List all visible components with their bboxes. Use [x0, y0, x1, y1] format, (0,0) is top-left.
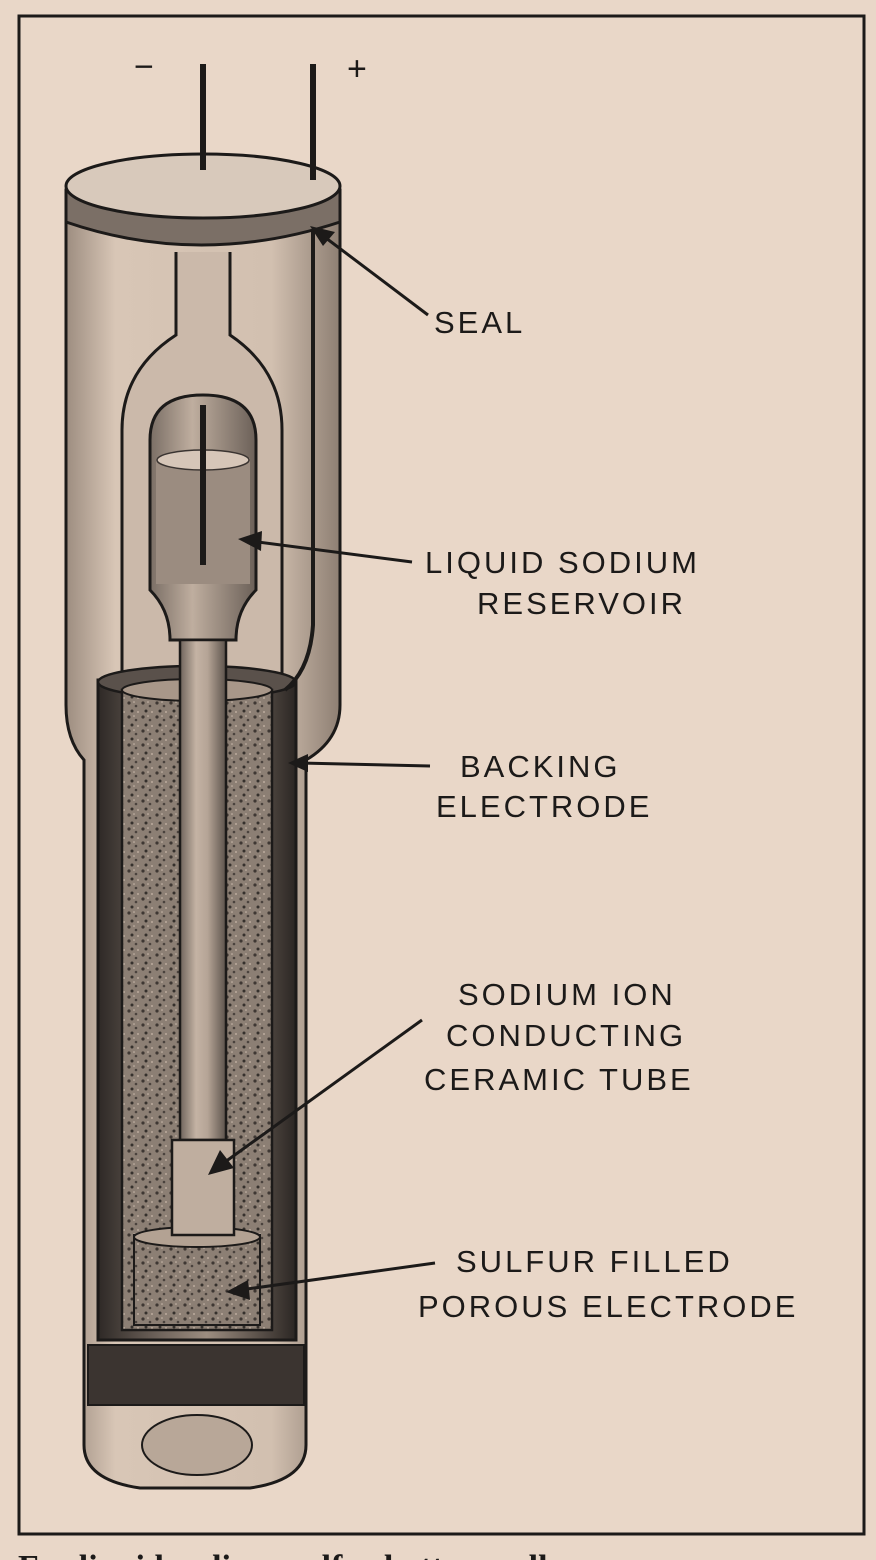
figure-frame	[17, 14, 866, 1536]
label-seal: SEAL	[434, 305, 525, 340]
sulfur-leader	[239, 1261, 436, 1292]
negative-sign: −	[134, 48, 154, 86]
ceramic-tube	[178, 638, 228, 1142]
reservoir-leader	[249, 539, 413, 564]
label-tube-line3: CERAMIC TUBE	[424, 1062, 694, 1097]
label-reservoir-line2: RESERVOIR	[477, 586, 686, 621]
leader-lines	[224, 230, 436, 1292]
positive-sign: +	[347, 50, 367, 88]
label-backing-line1: BACKING	[460, 749, 621, 784]
label-sulfur-line2: POROUS ELECTRODE	[418, 1289, 798, 1324]
positive-lead-wire	[283, 230, 315, 692]
leader-arrowheads	[208, 226, 335, 1300]
sulfur-chamber	[133, 1234, 261, 1326]
reservoir-arrowhead	[238, 531, 262, 551]
lower-band	[87, 1344, 305, 1406]
seal-leader	[317, 230, 429, 317]
ceramic-tube-foot	[170, 1138, 236, 1237]
seal-arrowhead	[310, 226, 335, 246]
label-reservoir-line1: LIQUID SODIUM	[425, 545, 700, 580]
bottom-dome	[141, 1414, 253, 1476]
backing-leader	[299, 761, 431, 768]
label-tube-line2: CONDUCTING	[446, 1018, 686, 1053]
backing-arrowhead	[288, 754, 308, 772]
label-backing-line2: ELECTRODE	[436, 789, 652, 824]
figure-caption: For liquid sodium-sulfur battery cell	[18, 1549, 548, 1560]
label-sulfur-line1: SULFUR FILLED	[456, 1244, 733, 1279]
tube-arrowhead	[208, 1150, 234, 1175]
sulfur-arrowhead	[226, 1280, 250, 1300]
label-tube-line1: SODIUM ION	[458, 977, 676, 1012]
tube-leader	[224, 1018, 423, 1164]
